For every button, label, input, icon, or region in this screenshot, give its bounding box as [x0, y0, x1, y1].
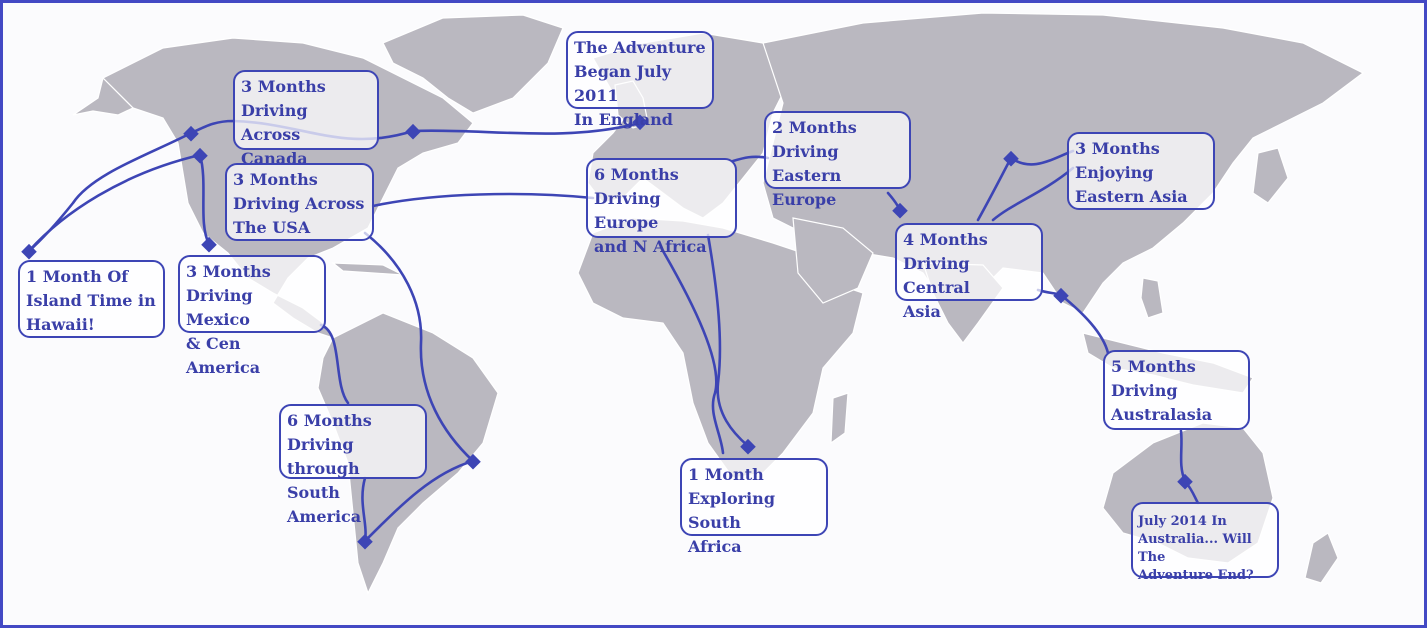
route-brazil-south: [363, 459, 475, 543]
route-central-china-2: [991, 166, 1075, 222]
label-australia-end: July 2014 In Australia... Will The Adven…: [1131, 502, 1279, 583]
label-eastern-europe: 2 Months Driving Eastern Europe: [764, 111, 911, 209]
greenland-land: [382, 14, 564, 114]
route-usa-mexico: [198, 153, 211, 246]
route-europe-africa-2: [706, 233, 750, 448]
marker-hawaii: [21, 243, 37, 260]
label-australasia: 5 Months Driving Australasia: [1103, 350, 1250, 430]
marker-caspian: [892, 202, 908, 219]
philippines-land: [1140, 277, 1164, 319]
marker-china: [1003, 150, 1019, 167]
marker-southeast-asia: [1053, 287, 1069, 304]
marker-australia: [1177, 473, 1193, 490]
caribbean-land: [331, 262, 404, 276]
label-england: The Adventure Began July 2011 In England: [566, 31, 714, 129]
route-europe-africa-1: [661, 249, 725, 455]
label-hawaii: 1 Month Of Island Time in Hawaii!: [18, 260, 165, 338]
alaska-land: [72, 76, 135, 116]
arabia-land: [792, 217, 874, 304]
label-south-america: 6 Months Driving through South America: [279, 404, 427, 526]
route-usa-europe: [371, 192, 595, 208]
label-usa: 3 Months Driving Across The USA: [225, 163, 374, 241]
route-mexico-sa: [319, 323, 350, 405]
label-central-asia: 4 Months Driving Central Asia: [895, 223, 1043, 321]
new-zealand-land: [1304, 532, 1339, 584]
route-usa-brazil: [363, 231, 475, 463]
label-mexico: 3 Months Driving Mexico & Cen America: [178, 255, 326, 377]
route-hawaii-usa: [27, 153, 202, 253]
marker-mexico: [201, 236, 217, 253]
marker-west-canada: [183, 125, 199, 142]
marker-south-africa: [740, 438, 756, 455]
marker-west-usa: [192, 147, 208, 164]
madagascar-land: [830, 392, 849, 445]
japan-land: [1252, 147, 1289, 204]
route-england-canada: [411, 121, 642, 135]
label-europe: 6 Months Driving Europe and N Africa: [586, 158, 737, 256]
label-canada: 3 Months Driving Across Canada: [233, 70, 379, 168]
route-canada-hawaii: [27, 131, 193, 253]
route-sea-australasia: [1059, 293, 1110, 355]
marker-brazil: [465, 453, 481, 470]
label-eastern-asia: 3 Months Enjoying Eastern Asia: [1067, 132, 1215, 210]
label-south-africa: 1 Month Exploring South Africa: [680, 458, 828, 556]
